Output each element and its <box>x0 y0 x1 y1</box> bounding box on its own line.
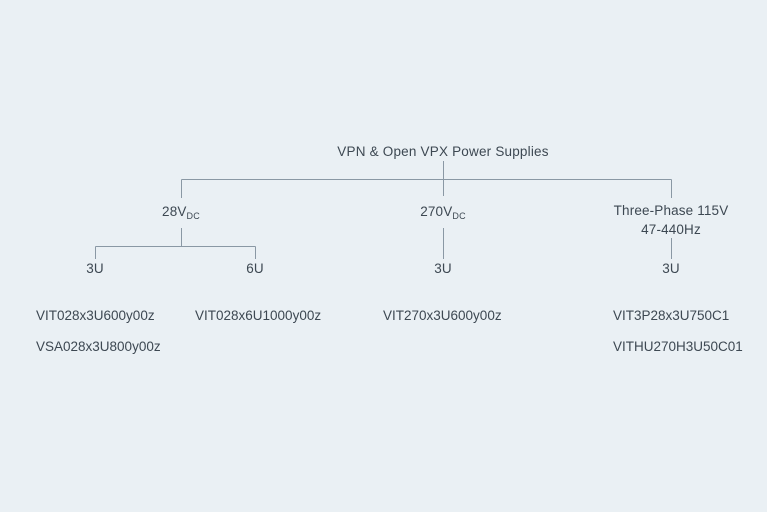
branch-three-phase-line1: Three-Phase 115V <box>613 203 729 218</box>
branch-270vdc-main: 270V <box>420 204 453 219</box>
part-number: VIT270x3U600y00z <box>383 308 502 323</box>
part-number: VSA028x3U800y00z <box>36 339 161 354</box>
form-factor-label-270vdc-3u: 3U <box>434 261 452 276</box>
branch-270vdc-subscript: DC <box>452 211 466 221</box>
branch-label-270vdc: 270VDC <box>420 203 466 222</box>
part-list-28vdc-3u: VIT028x3U600y00z VSA028x3U800y00z <box>36 300 161 362</box>
form-factor-label-28vdc-3u: 3U <box>86 261 104 276</box>
part-number: VIT028x3U600y00z <box>36 308 155 323</box>
branch-label-28vdc: 28VDC <box>162 203 200 222</box>
part-number: VIT028x6U1000y00z <box>195 308 322 323</box>
branch-28vdc-main: 28V <box>162 204 187 219</box>
part-number: VITHU270H3U50C01 <box>613 339 743 354</box>
form-factor-label-28vdc-6u: 6U <box>246 261 264 276</box>
branch-28vdc-subscript: DC <box>186 211 200 221</box>
part-list-270vdc-3u: VIT270x3U600y00z <box>383 300 502 331</box>
root-node-label: VPN & Open VPX Power Supplies <box>337 144 549 159</box>
part-number: VIT3P28x3U750C1 <box>613 308 730 323</box>
branch-three-phase-line2: 47-440Hz <box>641 222 701 237</box>
form-factor-label-three-phase-3u: 3U <box>662 261 680 276</box>
part-list-three-phase-3u: VIT3P28x3U750C1 VITHU270H3U50C01 <box>613 300 743 362</box>
branch-label-three-phase: Three-Phase 115V 47-440Hz <box>614 201 729 239</box>
part-list-28vdc-6u: VIT028x6U1000y00z <box>195 300 321 331</box>
